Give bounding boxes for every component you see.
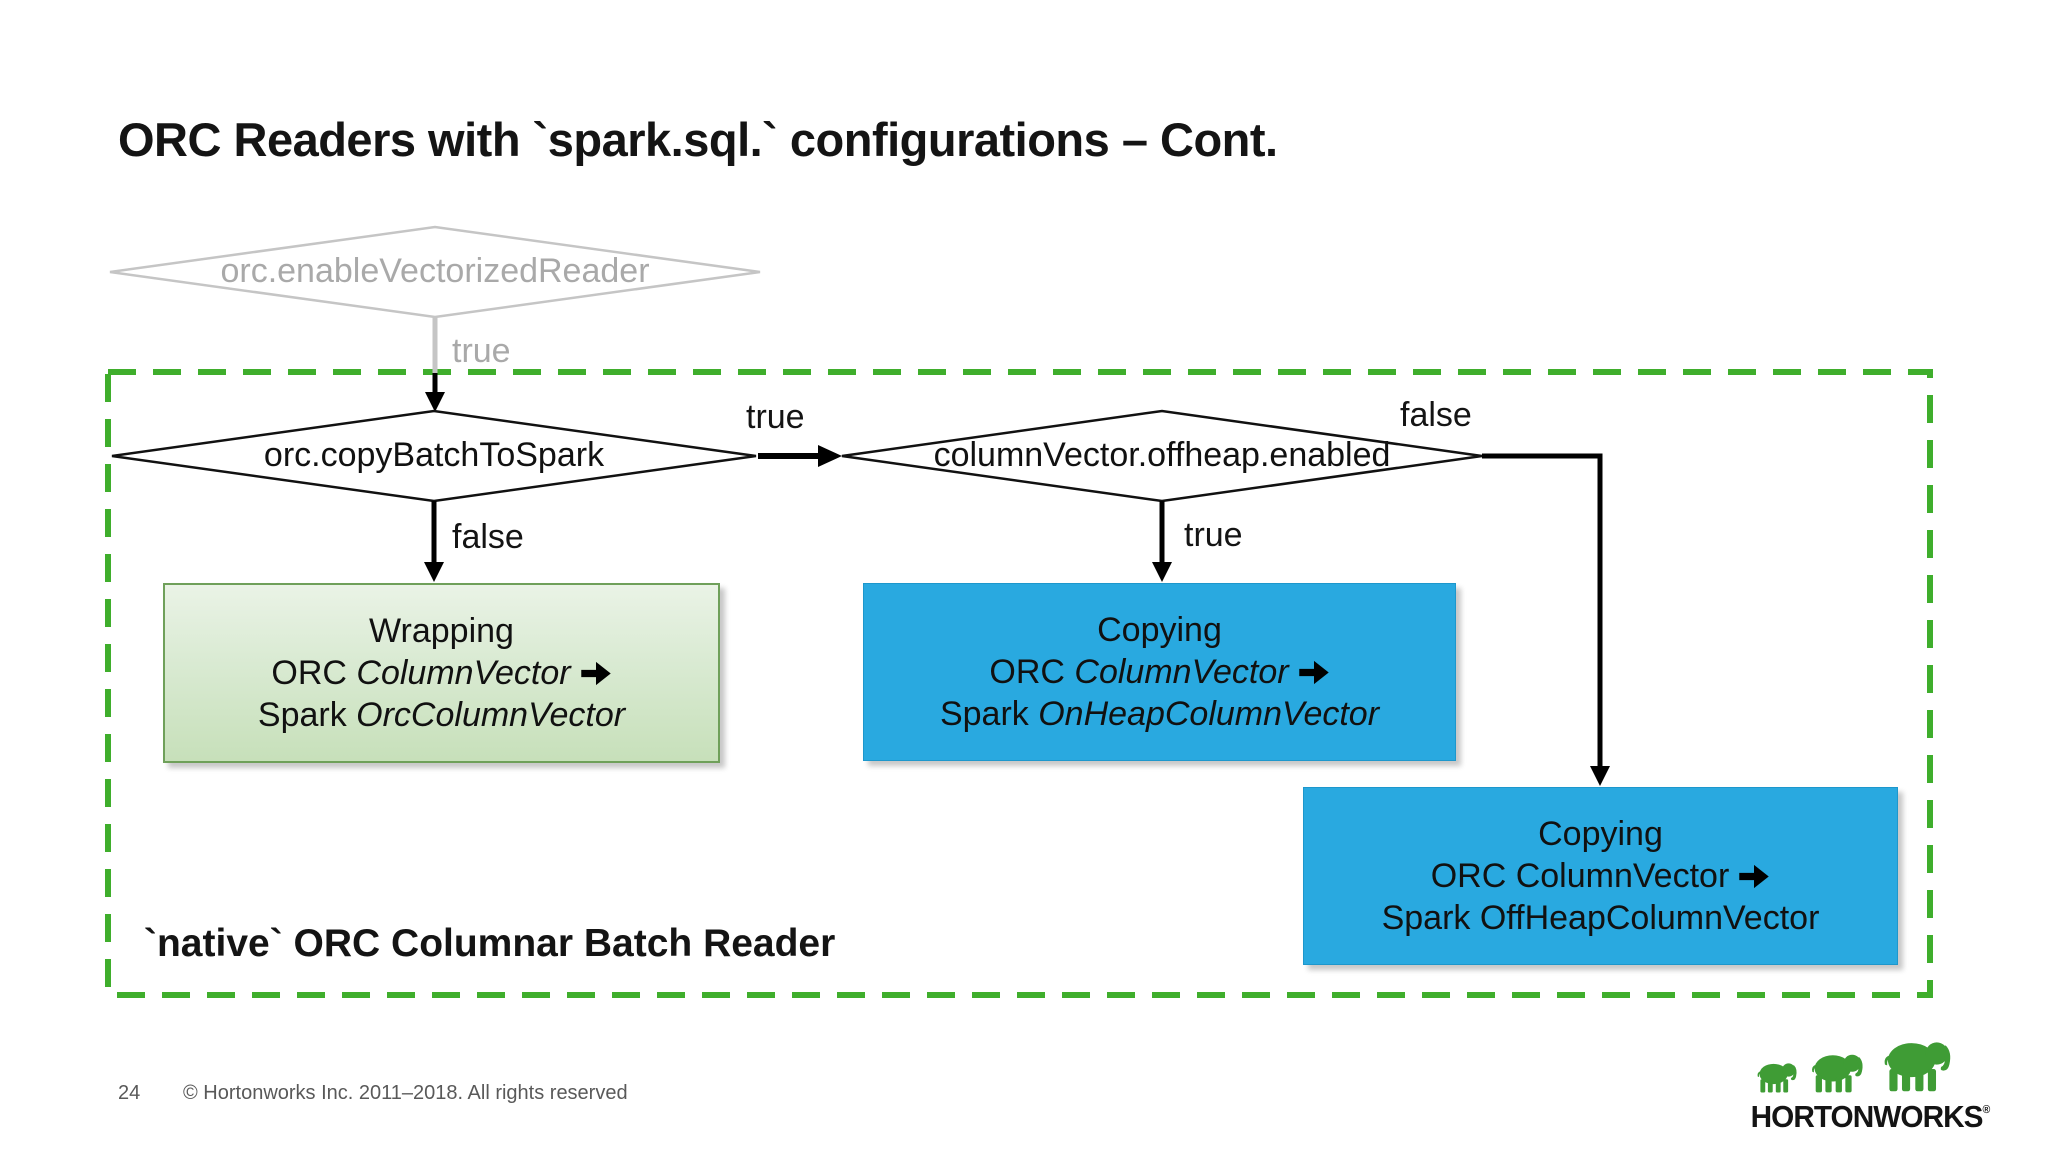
native-region-label: `native` ORC Columnar Batch Reader bbox=[144, 922, 836, 965]
box-offheap-line3: Spark OffHeapColumnVector bbox=[1381, 899, 1820, 938]
box-onheap-title: Copying bbox=[1097, 610, 1222, 649]
decision-copy-label: orc.copyBatchToSpark bbox=[263, 436, 605, 475]
box-offheap-line2: ORC ColumnVector bbox=[1431, 855, 1771, 897]
box-wrapping-line2: ORC ColumnVector bbox=[271, 652, 611, 694]
arrowhead bbox=[424, 562, 444, 582]
box-onheap-line3: Spark OnHeapColumnVector bbox=[939, 695, 1380, 734]
hortonworks-wordmark: HORTONWORKS® bbox=[1750, 1099, 1991, 1134]
copyright-text: © Hortonworks Inc. 2011–2018. All rights… bbox=[183, 1082, 628, 1104]
decision-offheap-label: columnVector.offheap.enabled bbox=[933, 436, 1391, 475]
box-wrapping-title: Wrapping bbox=[369, 611, 514, 650]
edge-label-copy-true: true bbox=[746, 398, 805, 436]
arrowhead bbox=[1590, 766, 1610, 786]
page-number: 24 bbox=[118, 1082, 141, 1104]
arrow-icon bbox=[580, 661, 611, 686]
edge-offheap-false bbox=[1482, 453, 1603, 768]
edge-label-offheap-false: false bbox=[1400, 396, 1472, 434]
arrow-icon bbox=[1739, 864, 1769, 889]
arrow-icon bbox=[1298, 660, 1329, 685]
arrowhead bbox=[1152, 562, 1172, 582]
flow-box-copy-onheap: Copying ORC ColumnVector Spark OnHeapCol… bbox=[863, 583, 1456, 761]
edge-label-root-true: true bbox=[452, 332, 511, 370]
elephants-icon bbox=[1757, 1042, 1951, 1093]
arrowhead bbox=[425, 392, 445, 412]
flow-box-copy-offheap: Copying ORC ColumnVector Spark OffHeapCo… bbox=[1303, 787, 1898, 965]
box-onheap-line2: ORC ColumnVector bbox=[989, 651, 1329, 693]
registered-mark: ® bbox=[1982, 1104, 1991, 1116]
arrowhead bbox=[818, 445, 842, 467]
edge-label-copy-false: false bbox=[452, 518, 524, 556]
edge-label-offheap-true: true bbox=[1184, 516, 1243, 554]
decision-root-label: orc.enableVectorizedReader bbox=[220, 252, 650, 291]
hortonworks-logo: HORTONWORKS® bbox=[1750, 1032, 2000, 1135]
flow-box-wrapping: Wrapping ORC ColumnVector Spark OrcColum… bbox=[163, 583, 720, 763]
box-offheap-title: Copying bbox=[1538, 814, 1663, 853]
slide-title: ORC Readers with `spark.sql.` configurat… bbox=[118, 113, 1278, 166]
box-wrapping-line3: Spark OrcColumnVector bbox=[257, 696, 626, 735]
